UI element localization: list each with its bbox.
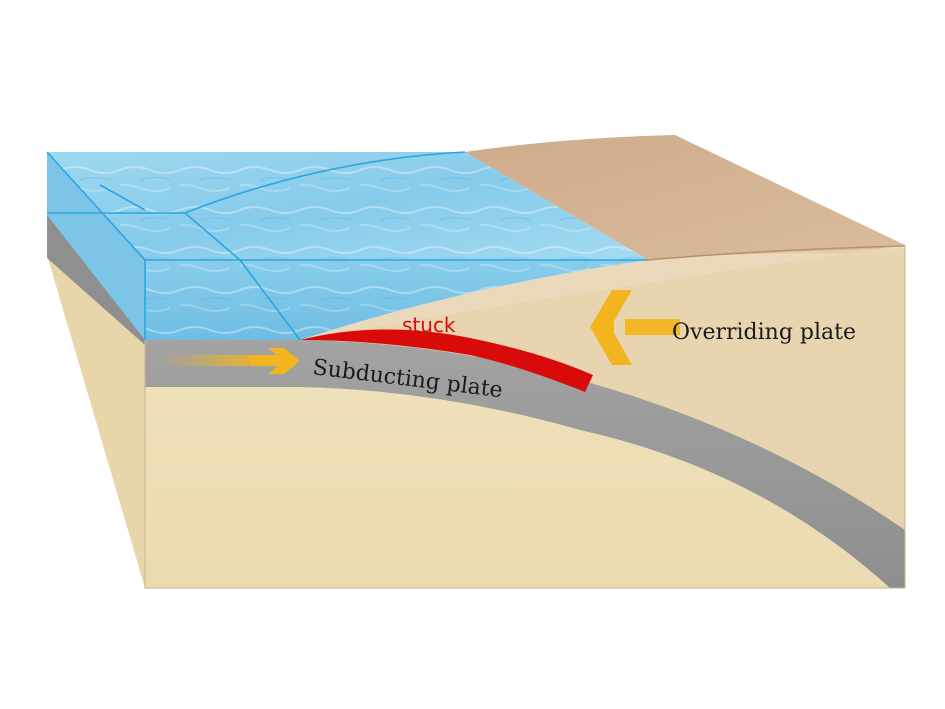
ocean-surface-ripples <box>47 152 648 260</box>
left-side-sand <box>47 255 145 588</box>
ocean-edge-lines <box>46 151 648 341</box>
left-side-gray <box>47 215 145 345</box>
arrow-right-icon <box>268 348 300 374</box>
arrow-left-icon <box>590 290 632 365</box>
overriding-plate-label: Overriding plate <box>672 320 856 345</box>
block-edges <box>144 245 906 589</box>
stuck-label: stuck <box>402 313 456 337</box>
overriding-edge-line <box>647 245 906 261</box>
stuck-zone <box>300 329 593 392</box>
overriding-arrow <box>590 290 680 365</box>
subducting-arrow <box>160 348 300 374</box>
ocean-left-side <box>47 152 145 340</box>
ocean-front-ripples <box>145 260 648 340</box>
overriding-plate-surface <box>465 135 905 260</box>
